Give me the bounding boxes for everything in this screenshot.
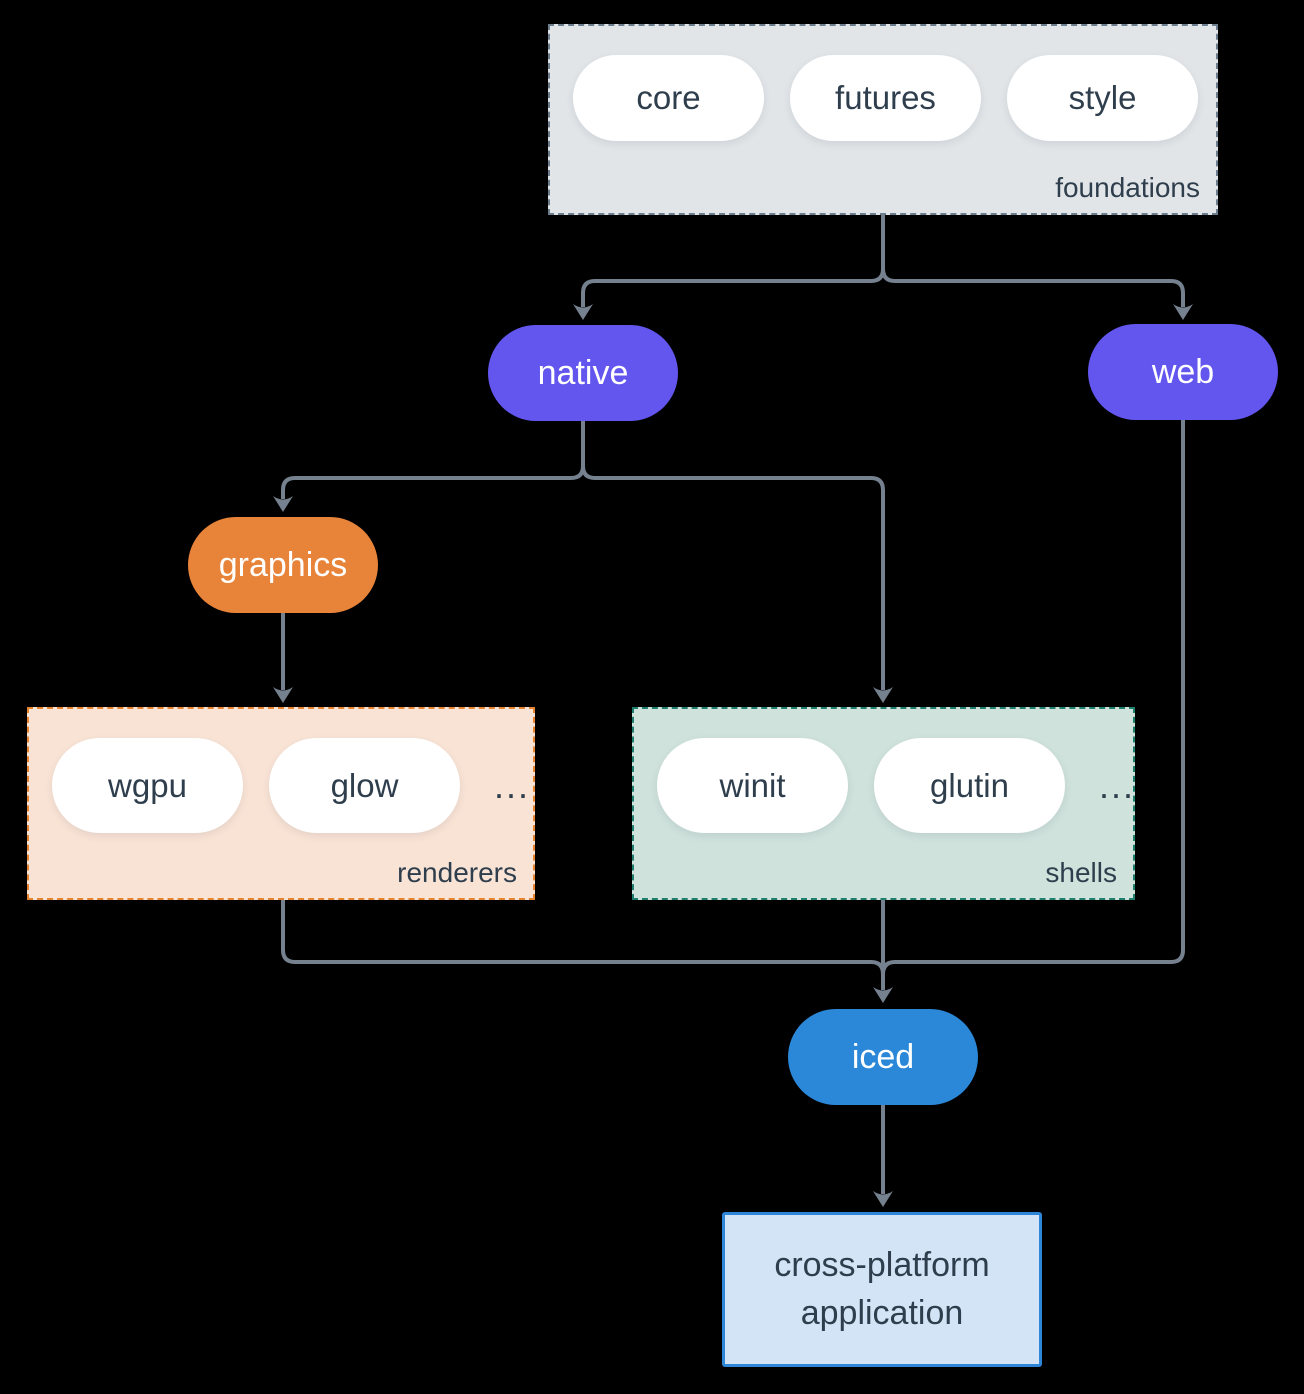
pill-row: winit glutin ... (657, 738, 1135, 833)
arrowhead-icon (273, 496, 293, 512)
connector-line (281, 900, 885, 990)
node-web: web (1088, 324, 1278, 420)
renderers-label: renderers (397, 857, 517, 888)
pill-glutin: glutin (874, 738, 1065, 833)
arrowhead-icon (873, 987, 893, 1003)
connector-line (581, 421, 885, 690)
pill-core: core (573, 55, 764, 141)
arrowhead-icon (1173, 304, 1193, 320)
connector-line (881, 215, 1185, 307)
application-label: cross-platform application (774, 1245, 990, 1332)
arrowhead-icon (273, 687, 293, 703)
arrowhead-icon (873, 687, 893, 703)
renderers-ellipsis: ... (494, 764, 531, 806)
shells-ellipsis: ... (1099, 764, 1136, 806)
pill-glow: glow (269, 738, 460, 833)
shells-group: winit glutin ... shells (632, 707, 1135, 900)
connector-line (281, 421, 585, 499)
renderers-group: wgpu glow ... renderers (27, 707, 535, 900)
foundations-label: foundations (1055, 172, 1200, 203)
arrowheads (273, 304, 1193, 1207)
pill-futures: futures (790, 55, 981, 141)
node-iced: iced (788, 1009, 978, 1105)
arrowhead-icon (873, 1191, 893, 1207)
foundations-group: core futures style foundations (548, 24, 1218, 215)
cross-platform-application-box: cross-platform application (722, 1212, 1042, 1367)
arrowhead-icon (573, 304, 593, 320)
shells-label: shells (1045, 857, 1117, 888)
pill-row: core futures style (573, 55, 1198, 141)
pill-wgpu: wgpu (52, 738, 243, 833)
connector-lines (281, 215, 1185, 1194)
connector-line (581, 215, 885, 307)
node-native: native (488, 325, 678, 421)
node-graphics: graphics (188, 517, 378, 613)
pill-winit: winit (657, 738, 848, 833)
pill-row: wgpu glow ... (52, 738, 530, 833)
pill-style: style (1007, 55, 1198, 141)
